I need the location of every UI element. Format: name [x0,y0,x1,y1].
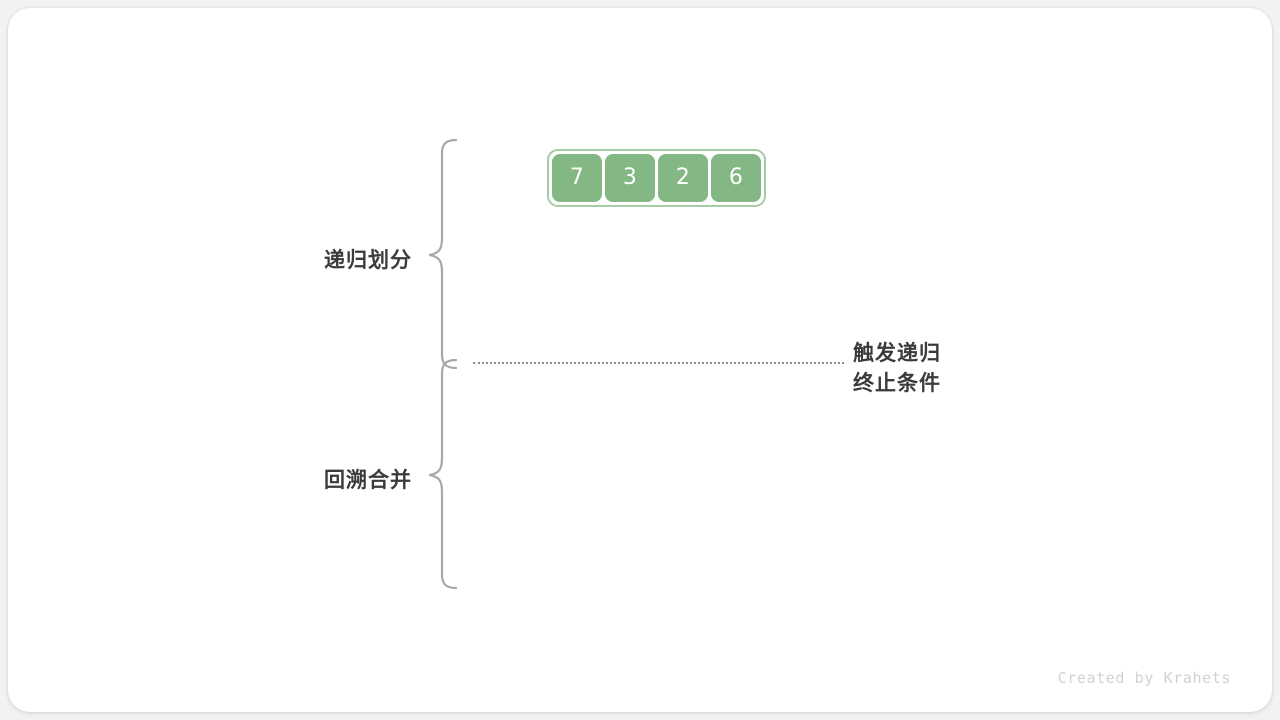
recursion-boundary-divider [473,362,844,364]
stage-label-divide: 递归划分 [324,248,412,272]
note-line-1: 触发递归 [853,341,941,365]
array-cell: 6 [711,154,761,202]
termination-condition-note: 触发递归 终止条件 [853,338,941,398]
watermark-credit: Created by Krahets [1057,669,1231,687]
note-line-2: 终止条件 [853,371,941,395]
divide-brace-icon [428,138,458,370]
stage-label-merge: 回溯合并 [324,468,412,492]
array-cell: 7 [552,154,602,202]
merge-brace-icon [428,358,458,590]
array-cell: 3 [605,154,655,202]
array-cell: 2 [658,154,708,202]
merge-sort-input-array: 7 3 2 6 [547,149,766,207]
slide-card: 7 3 2 6 递归划分 回溯合并 触发递归 终止条件 Created by K… [8,8,1272,712]
